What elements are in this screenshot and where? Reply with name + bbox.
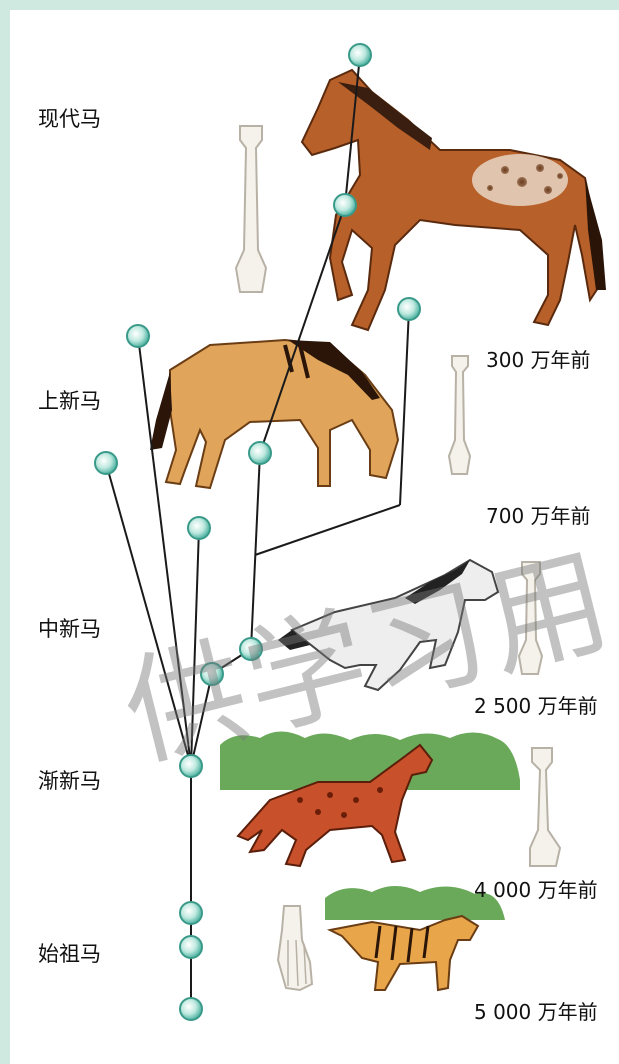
time-label-40m: 4 000 万年前 — [474, 878, 598, 902]
mesohippus-leg-bone-illustration — [529, 747, 562, 867]
node-modern-top — [348, 43, 372, 67]
era-label-pliohippus: 上新马 — [38, 389, 101, 413]
frame-left-border — [0, 0, 10, 1064]
node-pliocene-left — [126, 324, 150, 348]
modern-leg-bone-illustration — [234, 125, 268, 293]
eohippus-foot-bone-illustration — [276, 905, 314, 992]
node-miocene-left — [94, 451, 118, 475]
time-label-50m: 5 000 万年前 — [474, 1000, 598, 1024]
time-label-3m: 300 万年前 — [486, 348, 591, 372]
node-miocene-mid — [187, 516, 211, 540]
modern-horse-illustration — [300, 68, 606, 332]
tree-nodes — [94, 43, 421, 1021]
node-modern-branch — [333, 193, 357, 217]
node-miocene-low — [200, 662, 224, 686]
node-eocene-3 — [179, 997, 203, 1021]
node-eocene-2 — [179, 935, 203, 959]
merychippus-leg-bone-illustration — [517, 561, 544, 675]
node-miocene-right — [239, 637, 263, 661]
pliohippus-illustration — [150, 338, 400, 490]
merychippus-illustration — [278, 558, 500, 692]
pliohippus-leg-bone-illustration — [447, 355, 472, 475]
era-label-merychippus: 中新马 — [38, 617, 101, 641]
node-eocene-1 — [179, 901, 203, 925]
mesohippus-illustration — [220, 731, 520, 868]
era-label-modern-horse: 现代马 — [38, 107, 101, 131]
node-oligocene-root — [179, 754, 203, 778]
frame-top-border — [0, 0, 619, 10]
tree-lines — [105, 54, 410, 1009]
node-pliocene-right — [397, 297, 421, 321]
era-label-eohippus: 始祖马 — [38, 942, 101, 966]
era-label-mesohippus: 渐新马 — [38, 769, 101, 793]
time-label-7m: 700 万年前 — [486, 504, 591, 528]
eohippus-illustration — [325, 886, 505, 992]
time-label-25m: 2 500 万年前 — [474, 694, 598, 718]
node-pliocene-mid — [248, 441, 272, 465]
